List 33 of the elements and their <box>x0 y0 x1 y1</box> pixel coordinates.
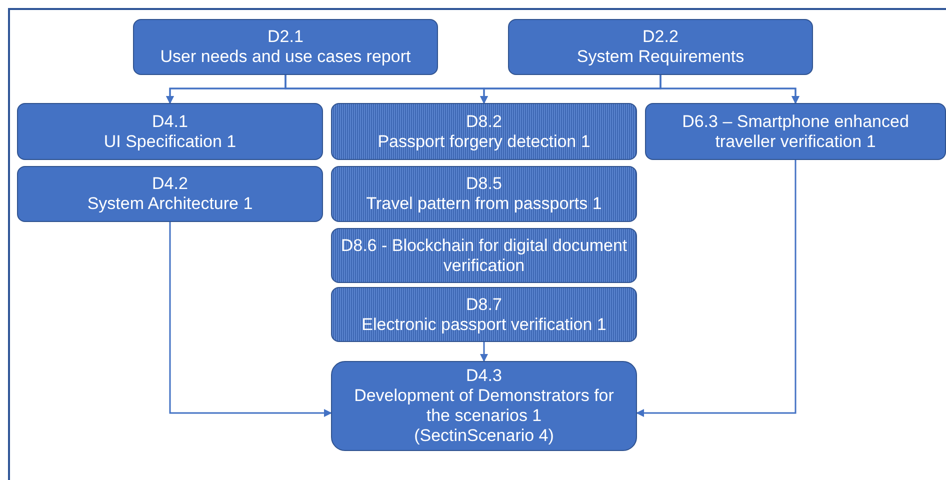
process-box <box>331 361 637 451</box>
box-text: (SectinScenario 4) <box>414 426 554 446</box>
box-text: Travel pattern from passports 1 <box>366 194 602 214</box>
box-text: D2.1 <box>268 27 304 47</box>
box-text: D8.6 - Blockchain for digital document verification <box>340 236 628 276</box>
process-box <box>331 228 637 283</box>
box-text: D6.3 – Smartphone enhanced traveller verification 1 <box>681 112 910 152</box>
arrow <box>480 342 488 362</box>
process-box <box>133 19 438 75</box>
box-text: Passport forgery detection 1 <box>378 132 590 152</box>
box-text: System Architecture 1 <box>87 194 253 214</box>
box-text: D4.1 <box>152 112 188 132</box>
box-text: D8.7 <box>466 294 502 314</box>
process-box <box>17 103 323 160</box>
box-text: D4.2 <box>152 174 188 194</box>
box-text: D8.2 <box>466 112 502 132</box>
box-text: Electronic passport verification 1 <box>362 314 606 334</box>
box-text: System Requirements <box>576 47 744 67</box>
box-text: D2.2 <box>642 27 678 47</box>
process-box <box>331 287 637 342</box>
arrow <box>660 75 800 104</box>
box-text: Development of Demonstrators for the scenarios 1 <box>353 386 615 426</box>
process-box <box>17 166 323 222</box>
process-box <box>331 103 637 160</box>
box-text: User needs and use cases report <box>160 47 411 67</box>
box-text: D4.3 <box>466 366 502 386</box>
arrow <box>169 222 332 417</box>
box-text: D8.5 <box>466 174 502 194</box>
box-text: UI Specification 1 <box>104 132 236 152</box>
arrow <box>636 160 796 417</box>
process-box <box>508 19 813 75</box>
process-box <box>645 103 946 160</box>
process-box <box>331 166 637 222</box>
